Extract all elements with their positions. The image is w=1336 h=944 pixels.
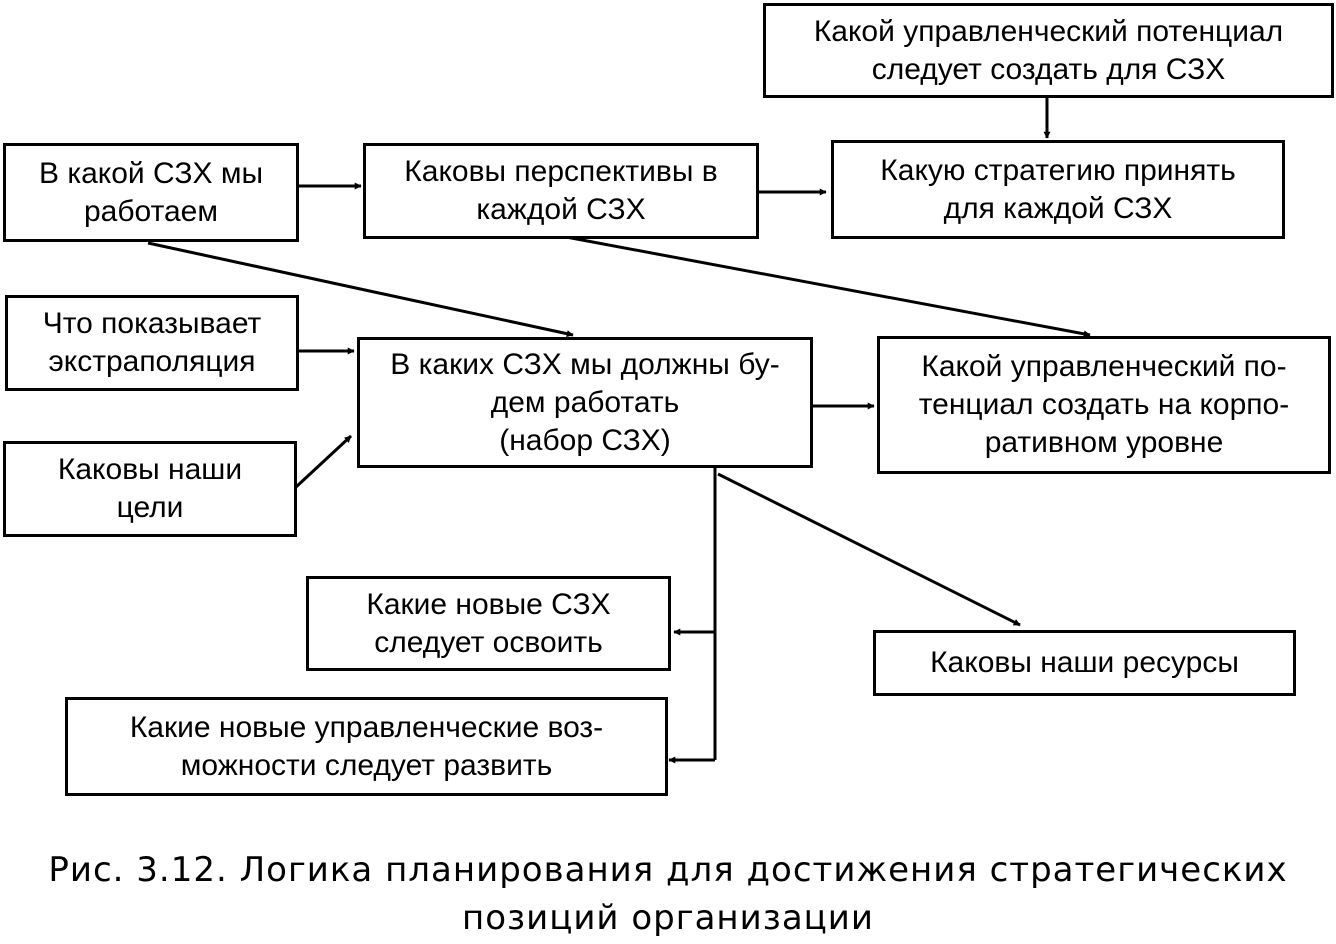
box-future-szh-line-1: В каких СЗХ мы должны бу- (390, 347, 780, 381)
box-strategy-line-2: для каждой СЗХ (943, 191, 1173, 225)
box-prospects-line-1: Каковы перспективы в (404, 155, 718, 188)
figure-caption-line-1: Рис. 3.12. Логика планирования для дости… (48, 850, 1288, 890)
arrow-prospects-to-corporate (565, 235, 1091, 338)
box-potential-szh: Какой управленческий потенциал следует с… (763, 3, 1334, 98)
box-strategy-line-1: Какую стратегию принять (880, 153, 1236, 187)
box-future-szh-line-2: дем работать (490, 385, 680, 419)
arrow-current-to-future (147, 241, 574, 338)
box-new-capabilities: Какие новые управленческие воз- можности… (65, 697, 668, 796)
box-resources: Каковы наши ресурсы (873, 630, 1296, 696)
box-corporate-potential-line-1: Какой управленческий по- (921, 350, 1287, 383)
box-current-szh: В какой СЗХ мы работаем (3, 143, 299, 242)
box-future-szh: В каких СЗХ мы должны бу- дем работать (… (357, 337, 813, 468)
box-corporate-potential: Какой управленческий по- тенциал создать… (877, 336, 1331, 474)
box-new-capabilities-line-2: можности следует развить (180, 748, 553, 782)
box-future-szh-line-3: (набор СЗХ) (499, 423, 671, 457)
box-strategy: Какую стратегию принять для каждой СЗХ (831, 140, 1285, 239)
box-current-szh-line-1: В какой СЗХ мы (38, 156, 264, 190)
box-corporate-potential-line-2: тенциал создать на корпо- (918, 388, 1290, 421)
box-extrapolation-line-2: экстраполяция (48, 345, 256, 378)
box-resources-line-1: Каковы наши ресурсы (930, 646, 1239, 679)
box-prospects: Каковы перспективы в каждой СЗХ (363, 143, 759, 239)
box-potential-szh-line-2: следует создать для СЗХ (871, 52, 1226, 86)
box-corporate-potential-line-3: ративном уровне (984, 426, 1224, 459)
box-new-szh-line-1: Какие новые СЗХ (366, 587, 611, 621)
figure-caption: Рис. 3.12. Логика планирования для дости… (0, 846, 1336, 942)
figure-caption-line-2: позиций организации (461, 898, 874, 938)
box-prospects-line-2: каждой СЗХ (476, 193, 646, 226)
box-new-szh-line-2: следует освоить (374, 625, 603, 659)
box-current-szh-line-2: работаем (84, 194, 218, 228)
box-goals-line-1: Каковы наши (57, 453, 243, 486)
box-new-capabilities-line-1: Какие новые управленческие воз- (129, 710, 604, 744)
box-potential-szh-line-1: Какой управленческий потенциал (813, 14, 1284, 48)
arrow-goals-to-future (294, 434, 353, 489)
box-goals: Каковы наши цели (3, 441, 297, 537)
arrow-future-to-resources (717, 472, 1021, 627)
box-extrapolation: Что показывает экстраполяция (5, 295, 299, 391)
box-extrapolation-line-1: Что показывает (42, 307, 262, 340)
box-goals-line-2: цели (116, 491, 184, 524)
box-new-szh: Какие новые СЗХ следует освоить (306, 576, 671, 671)
